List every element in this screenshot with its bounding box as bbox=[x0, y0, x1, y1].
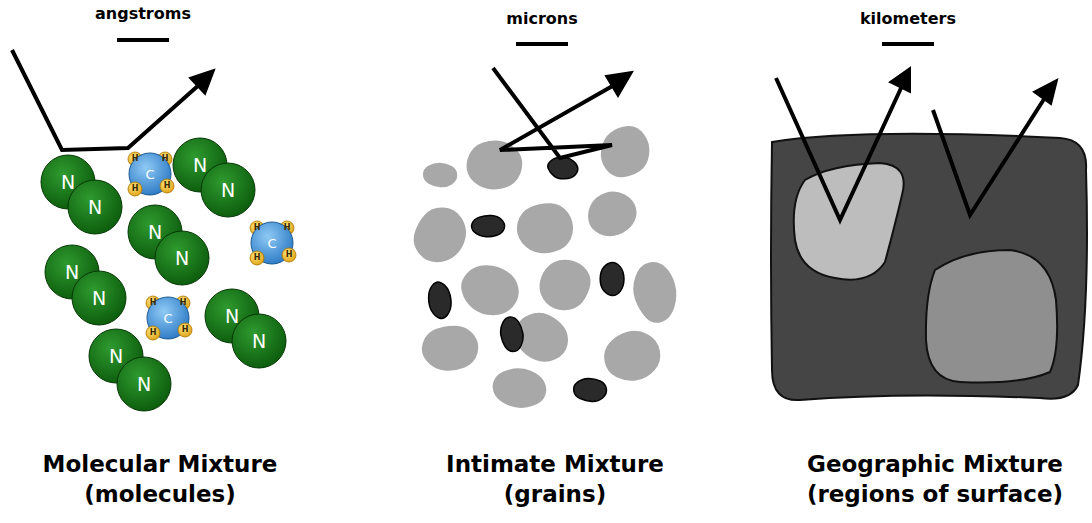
hydrogen-atom bbox=[250, 251, 264, 265]
grain bbox=[424, 163, 457, 186]
hydrogen-atom bbox=[160, 179, 174, 193]
grain bbox=[589, 192, 636, 235]
atom-symbol: N bbox=[92, 289, 106, 308]
atom-symbol: C bbox=[163, 312, 172, 325]
hydrogen-atom bbox=[282, 248, 296, 262]
atom-symbol: C bbox=[145, 168, 154, 181]
atom-symbol: N bbox=[137, 375, 151, 394]
atom-symbol: N bbox=[148, 223, 162, 242]
atom-symbol: N bbox=[252, 332, 266, 351]
atom-symbol: N bbox=[175, 249, 189, 268]
grain bbox=[602, 127, 649, 177]
grain bbox=[540, 260, 590, 309]
grain bbox=[501, 317, 523, 352]
nitrogen-atom bbox=[68, 180, 122, 234]
grain-group bbox=[414, 127, 675, 407]
atom-symbol: H bbox=[150, 299, 157, 307]
grain bbox=[429, 282, 452, 318]
atom-symbol: H bbox=[162, 155, 169, 163]
atom-symbol: H bbox=[254, 254, 261, 262]
panel-caption: Molecular Mixture (molecules) bbox=[10, 450, 310, 510]
grain bbox=[548, 157, 578, 179]
atom-symbol: H bbox=[254, 224, 261, 232]
atom-symbol: N bbox=[61, 173, 75, 192]
atom-symbol: H bbox=[132, 185, 139, 193]
scale-label: microns bbox=[506, 11, 577, 27]
grain bbox=[518, 204, 573, 253]
nitrogen-atom bbox=[201, 163, 255, 217]
grain bbox=[414, 208, 465, 261]
atom-symbol: N bbox=[221, 181, 235, 200]
atom-symbol: H bbox=[150, 329, 157, 337]
grain bbox=[462, 266, 518, 314]
nitrogen-atom bbox=[117, 357, 171, 411]
atom-symbol: H bbox=[284, 224, 291, 232]
hydrogen-atom bbox=[178, 323, 192, 337]
molecule-group bbox=[41, 138, 296, 411]
atom-symbol: H bbox=[164, 182, 171, 190]
atom-symbol: C bbox=[267, 237, 276, 250]
nitrogen-atom bbox=[155, 231, 209, 285]
atom-symbol: H bbox=[286, 251, 293, 259]
nitrogen-atom bbox=[232, 314, 286, 368]
atom-symbol: N bbox=[65, 263, 79, 282]
carbon-atom bbox=[129, 153, 171, 195]
grain bbox=[574, 378, 607, 401]
scale-label: kilometers bbox=[860, 11, 956, 27]
carbon-atom bbox=[251, 222, 293, 264]
scale-bar bbox=[117, 38, 934, 46]
atom-symbol: H bbox=[180, 299, 187, 307]
scale-label: angstroms bbox=[95, 6, 191, 22]
nitrogen-atom bbox=[72, 271, 126, 325]
atom-symbol: N bbox=[88, 198, 102, 217]
panel-caption: Intimate Mixture (grains) bbox=[415, 450, 695, 510]
grain bbox=[600, 262, 624, 295]
grain bbox=[605, 332, 660, 380]
atom-symbol: N bbox=[109, 347, 123, 366]
light-ray bbox=[12, 50, 1057, 220]
grain bbox=[423, 326, 478, 370]
grain bbox=[493, 369, 545, 407]
hydrogen-atom bbox=[128, 182, 142, 196]
hydrogen-atom bbox=[146, 326, 160, 340]
carbon-atom bbox=[147, 297, 189, 339]
grain bbox=[634, 263, 676, 322]
panel-caption: Geographic Mixture (regions of surface) bbox=[775, 450, 1092, 510]
atom-symbol: N bbox=[225, 307, 239, 326]
grain bbox=[472, 216, 505, 237]
atom-symbol: H bbox=[182, 326, 189, 334]
atom-symbol: N bbox=[193, 156, 207, 175]
atom-symbol: H bbox=[132, 155, 139, 163]
